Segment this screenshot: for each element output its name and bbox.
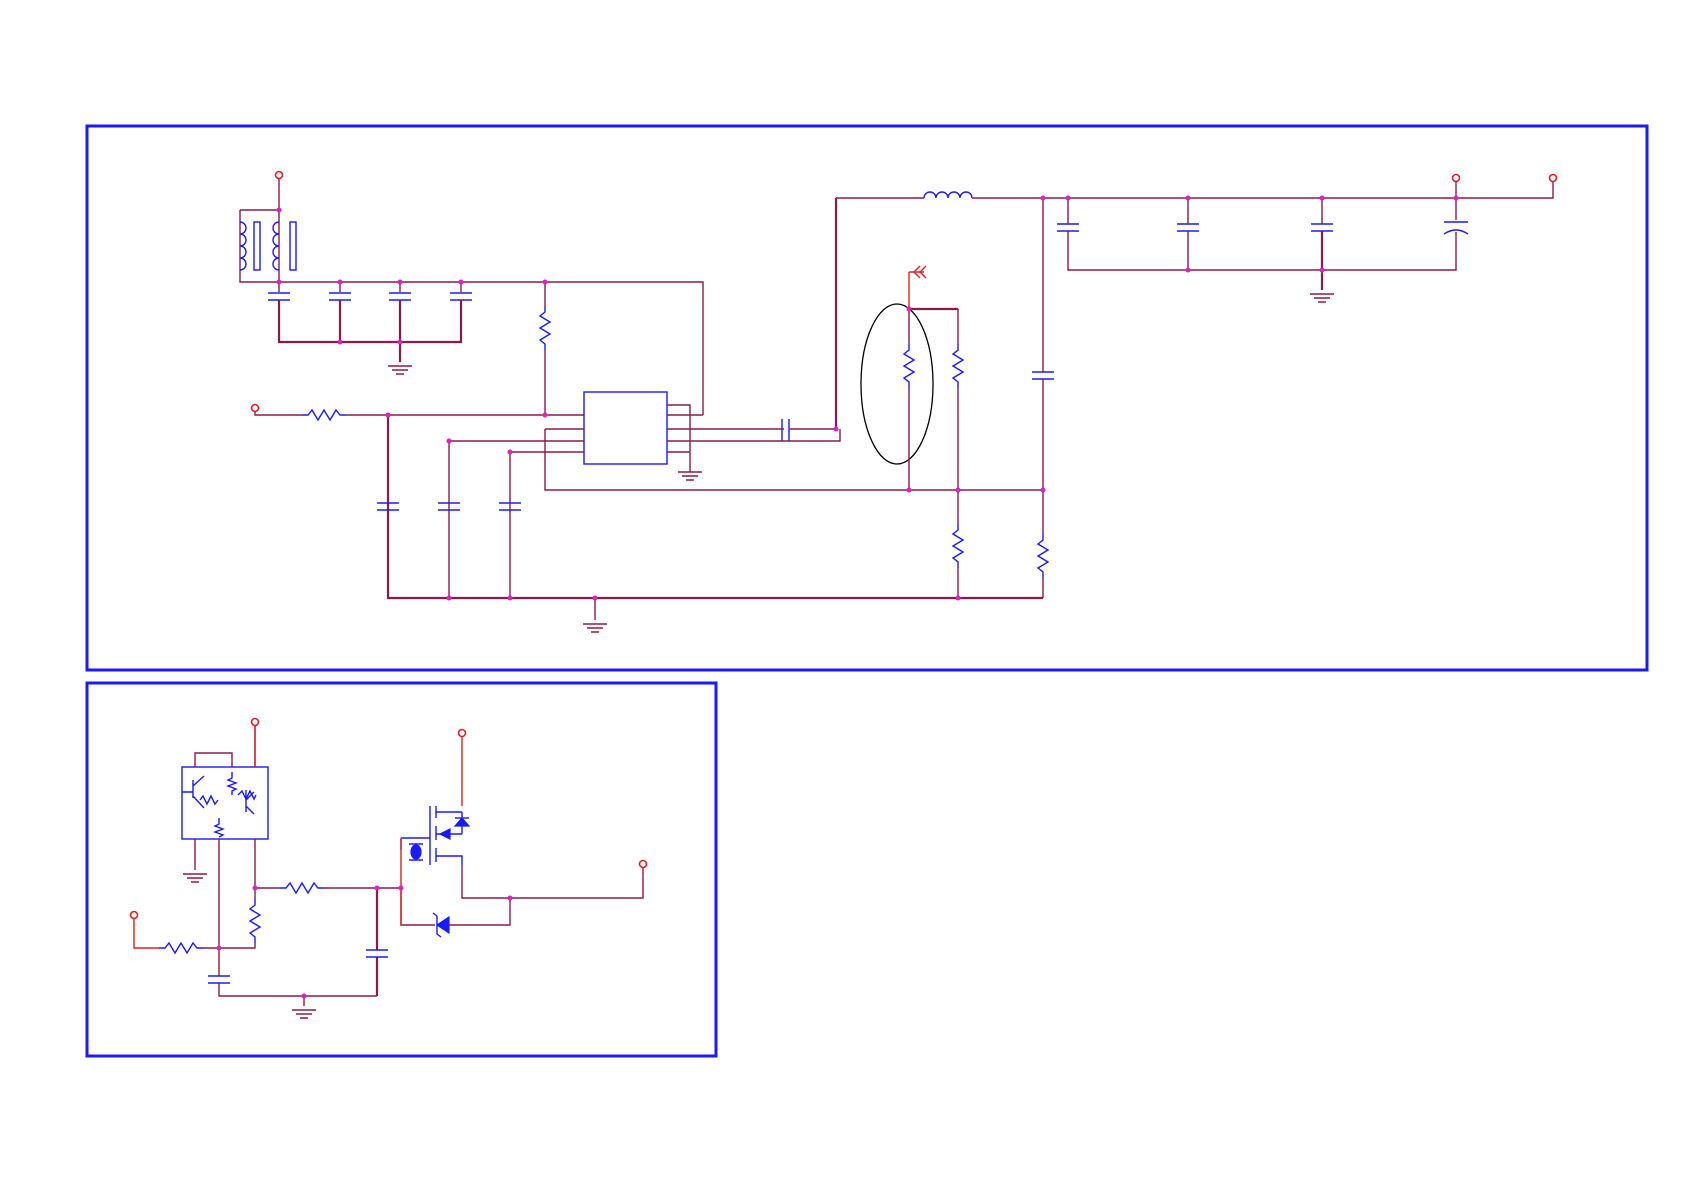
highlight-ellipse <box>861 304 933 464</box>
power-converter-panel <box>87 126 1647 670</box>
port-icon[interactable] <box>1453 175 1460 182</box>
capacitor-icon <box>782 419 789 441</box>
load-switch-panel <box>87 683 716 1056</box>
ground-icon <box>678 472 702 480</box>
resistor-icon <box>159 943 203 953</box>
ground-icon <box>183 874 207 882</box>
ground-icon <box>292 1010 316 1018</box>
junction-nodes <box>217 886 513 999</box>
mosfet-icon <box>401 806 469 865</box>
coupled-inductor-icon <box>240 178 296 282</box>
ground-icon <box>583 624 607 632</box>
capacitor-icon <box>268 293 472 300</box>
port-icon[interactable] <box>252 719 259 726</box>
port-icon[interactable] <box>252 405 259 412</box>
ground-icon <box>1310 294 1334 302</box>
ic-icon <box>584 392 667 464</box>
port-icon[interactable] <box>131 912 138 919</box>
resistor-icon <box>953 524 1048 578</box>
panel-frame-top <box>87 126 1647 670</box>
junction-nodes <box>277 196 1459 601</box>
port-icon[interactable] <box>1550 175 1557 182</box>
inductor-icon <box>924 192 972 198</box>
capacitor-icon <box>208 976 230 983</box>
resistor-icon <box>250 899 260 943</box>
resistor-icon <box>280 883 324 893</box>
port-icon[interactable] <box>640 861 647 868</box>
port-icon[interactable] <box>459 730 466 737</box>
capacitor-icon <box>1032 372 1054 379</box>
zener-diode-icon <box>433 913 449 937</box>
resistor-icon <box>302 410 346 420</box>
capacitor-icon <box>366 950 388 957</box>
resistor-icon <box>540 306 550 350</box>
capacitor-icon <box>1057 224 1333 231</box>
ground-icon <box>388 366 412 374</box>
port-icon[interactable] <box>276 172 283 179</box>
